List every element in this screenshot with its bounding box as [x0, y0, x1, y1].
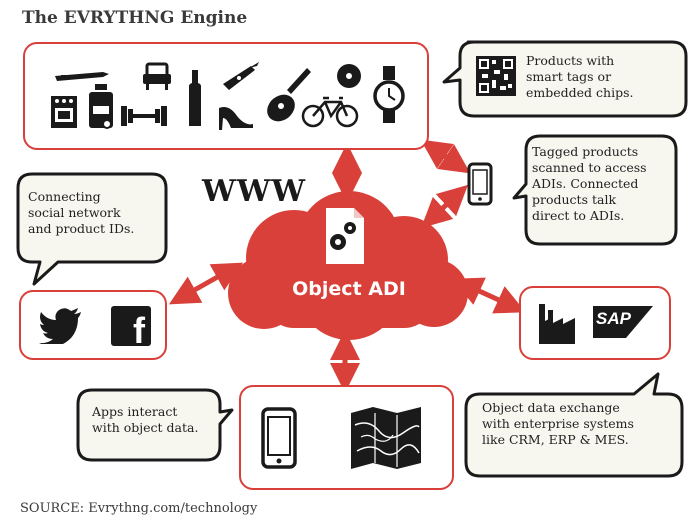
products-bubble-shape — [442, 40, 688, 118]
scan-bubble-shape — [512, 134, 678, 246]
social-bubble-shape — [16, 172, 168, 286]
high-heel-icon — [219, 107, 253, 130]
apps-box — [239, 385, 454, 490]
object-adi-cloud — [228, 191, 468, 340]
dumbbell-icon — [121, 106, 167, 126]
medicine-bottle-icon — [89, 84, 113, 129]
source-note: SOURCE: Evrythng.com/technology — [20, 501, 258, 516]
cd-icon — [337, 64, 361, 88]
guitar-icon — [267, 68, 311, 122]
products-icons — [51, 62, 405, 130]
facebook-letter: f — [133, 310, 145, 351]
phone-icon — [467, 162, 493, 206]
sap-label: SAP — [596, 309, 631, 328]
social-box: f — [19, 290, 167, 360]
apps-bubble-shape — [76, 388, 234, 462]
twitter-icon — [39, 308, 81, 344]
scan-bubble-text: Tagged products scanned to access ADIs. … — [532, 144, 647, 223]
qr-code-icon — [476, 56, 516, 96]
watch-icon — [373, 66, 405, 123]
bicycle-icon — [301, 96, 359, 128]
apps-bubble-text: Apps interact with object data. — [92, 404, 199, 435]
arrow-products-phone — [420, 139, 471, 174]
map-icon — [351, 407, 421, 469]
arrow-cloud-enterprise — [452, 277, 526, 314]
enterprise-bubble-text: Object data exchange with enterprise sys… — [482, 400, 634, 447]
swiss-knife-icon — [223, 62, 259, 90]
factory-icon — [539, 304, 575, 344]
enterprise-box: SAP — [519, 286, 671, 360]
products-bubble-text: Products with smart tags or embedded chi… — [526, 53, 634, 100]
armchair-icon — [143, 62, 171, 90]
enterprise-bubble-shape — [464, 372, 684, 478]
www-label: WWW — [202, 174, 307, 209]
object-adi-label: Object ADI — [292, 278, 406, 300]
stove-icon — [51, 96, 77, 128]
arrow-cloud-social — [168, 262, 244, 305]
social-bubble-text: Connecting social network and product ID… — [28, 189, 135, 236]
sap-logo-icon: SAP — [593, 306, 653, 338]
facebook-icon: f — [111, 306, 151, 351]
wine-bottle-icon — [189, 70, 201, 126]
smartphone-icon — [261, 407, 297, 469]
document-gears-icon — [326, 208, 364, 264]
products-box — [23, 42, 429, 150]
diagram-title: The EVRYTHNG Engine — [22, 8, 248, 28]
arrow-phone-cloud — [420, 184, 469, 229]
pen-icon — [55, 72, 109, 81]
